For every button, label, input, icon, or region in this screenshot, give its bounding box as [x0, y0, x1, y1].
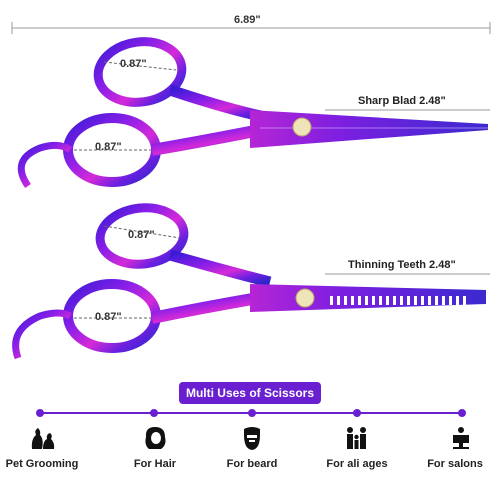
- timeline-dot: [36, 409, 44, 417]
- ring-top-2-label: 0.87": [128, 229, 155, 241]
- ring-top-1-label: 0.87": [120, 58, 147, 70]
- family-icon: [347, 427, 366, 449]
- ring-dimension-lines: [74, 61, 181, 319]
- use-label-pet-grooming: Pet Grooming: [5, 458, 79, 470]
- use-label-all-ages: For ali ages: [326, 458, 388, 470]
- sharp-blade-label: Sharp Blad 2.48": [358, 95, 446, 107]
- hair-icon: [145, 427, 166, 449]
- scissors-illustration: [12, 37, 490, 360]
- pet-icon: [31, 428, 55, 449]
- length-dimension-line: [11, 22, 491, 34]
- use-label-beard: For beard: [226, 458, 278, 470]
- timeline-dot: [248, 409, 256, 417]
- salon-chair-icon: [453, 427, 469, 449]
- multi-uses-banner: Multi Uses of Scissors: [179, 382, 321, 404]
- straight-shears: [17, 37, 488, 188]
- timeline-dot: [458, 409, 466, 417]
- thinning-teeth-label: Thinning Teeth 2.48": [348, 259, 456, 271]
- ring-bottom-1-label: 0.87": [95, 141, 122, 153]
- beard-icon: [244, 427, 260, 450]
- timeline-dot: [353, 409, 361, 417]
- total-length-label: 6.89": [234, 14, 261, 26]
- timeline-dot: [150, 409, 158, 417]
- thinning-shears: [12, 203, 486, 360]
- use-label-salons: For salons: [427, 458, 483, 470]
- ring-bottom-2-label: 0.87": [95, 311, 122, 323]
- use-label-hair: For Hair: [133, 458, 177, 470]
